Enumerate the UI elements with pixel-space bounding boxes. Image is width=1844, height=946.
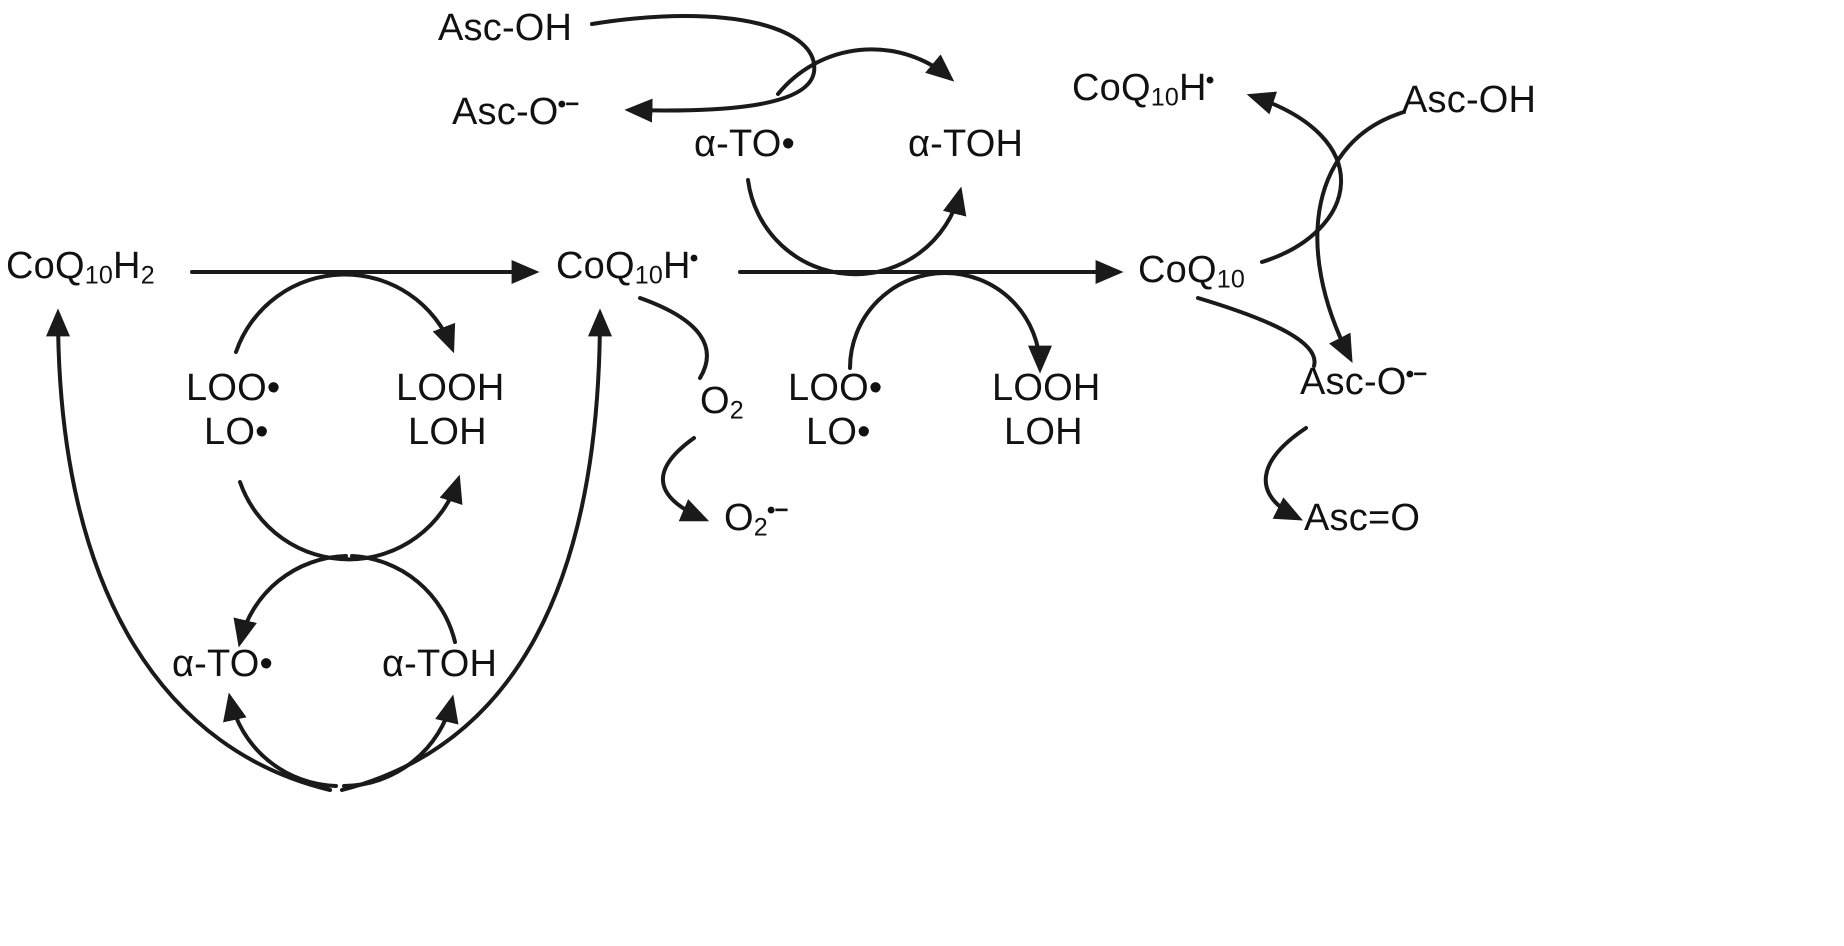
node-ascorbyl-radical-topleft: Asc-O•− <box>452 91 580 133</box>
node-loh-left: LOH <box>408 411 487 453</box>
species-label: H <box>1179 67 1207 109</box>
arc-ascoh-to-ascorbyl-right <box>1315 110 1406 363</box>
species-label: Asc-OH <box>1402 79 1537 121</box>
radical-superscript: •− <box>557 91 580 119</box>
arc-o2-to-superoxide <box>661 436 710 522</box>
arc-top-cycle-upper <box>776 47 955 96</box>
arc-top-cycle-lower <box>746 178 967 277</box>
arc-tocopherol-cycle-topleft <box>233 554 348 648</box>
node-o2: O2 <box>700 380 744 425</box>
node-ascorbyl-radical-right: Asc-O•− <box>1300 361 1428 403</box>
species-label: LO• <box>806 411 871 453</box>
node-superoxide: O2•− <box>724 497 789 542</box>
species-label: LOOH <box>992 367 1101 409</box>
species-label: H <box>663 245 691 287</box>
node-alpha-to-radical-top: α-TO• <box>694 123 796 165</box>
arc-left-cycle-top <box>234 272 456 354</box>
species-label: α-TO• <box>172 643 274 685</box>
node-asc-oh-right: Asc-OH <box>1402 79 1537 121</box>
arc-coq10-to-coq10h-radical <box>1246 91 1344 264</box>
subscript: 10 <box>1216 265 1246 294</box>
species-label: Asc=O <box>1304 497 1421 539</box>
node-alpha-to-radical-bottom: α-TO• <box>172 643 274 685</box>
radical-superscript: •− <box>766 497 789 525</box>
species-label: Asc-O <box>1300 361 1407 403</box>
species-label: α-TO• <box>694 123 796 165</box>
node-alpha-toh-top: α-TOH <box>908 123 1024 165</box>
species-label: LOOH <box>396 367 505 409</box>
node-asc-oh-topleft: Asc-OH <box>438 7 573 49</box>
radical-superscript: • <box>689 245 698 273</box>
arc-coq10h-o2-in <box>638 296 709 380</box>
arc-tocopherol-cycle-bottomleft <box>223 692 338 788</box>
subscript: 2 <box>140 261 155 290</box>
subscript: 2 <box>753 513 768 542</box>
species-label: Asc-O <box>452 91 559 133</box>
species-label: CoQ <box>1072 67 1151 109</box>
arc-ascorbyl-to-dehydroascorbate <box>1263 426 1308 521</box>
node-loh-mid: LOH <box>1004 411 1083 453</box>
subscript: 10 <box>1150 83 1180 112</box>
subscript: 10 <box>84 261 114 290</box>
species-label: LOO• <box>788 367 883 409</box>
species-label: α-TOH <box>382 643 498 685</box>
node-lo-radical-mid: LO• <box>806 411 871 453</box>
node-lo-radical-left: LO• <box>204 411 269 453</box>
node-looh-left: LOOH <box>396 367 505 409</box>
species-label: LO• <box>204 411 269 453</box>
species-label: LOH <box>408 411 487 453</box>
arc-regeneration-to-coq10h2 <box>46 308 332 792</box>
species-label: CoQ <box>556 245 635 287</box>
node-coq10h-radical-topright: CoQ10H• <box>1072 67 1214 112</box>
arc-regeneration-to-coq10h <box>340 308 612 792</box>
node-coq10h-radical-mid: CoQ10H• <box>556 245 698 290</box>
arc-left-cycle-bottom <box>238 474 463 562</box>
subscript: 2 <box>729 396 744 425</box>
species-label: H <box>113 245 141 287</box>
node-loo-radical-mid: LOO• <box>788 367 883 409</box>
species-label: Asc-OH <box>438 7 573 49</box>
species-label: α-TOH <box>908 123 1024 165</box>
species-label: CoQ <box>6 245 85 287</box>
arc-ascoh-to-ascorbyl-topleft <box>590 14 817 123</box>
node-looh-mid: LOOH <box>992 367 1101 409</box>
subscript: 10 <box>634 261 664 290</box>
node-coq10: CoQ10 <box>1138 249 1246 294</box>
node-dehydroascorbate: Asc=O <box>1304 497 1421 539</box>
species-label: LOH <box>1004 411 1083 453</box>
radical-superscript: •− <box>1405 361 1428 389</box>
species-label: O <box>724 497 754 539</box>
species-label: CoQ <box>1138 249 1217 291</box>
arc-tocopherol-cycle-topright <box>350 554 457 644</box>
node-alpha-toh-bottom: α-TOH <box>382 643 498 685</box>
node-loo-radical-left: LOO• <box>186 367 281 409</box>
arc-tocopherol-cycle-bottomright <box>342 694 459 788</box>
radical-superscript: • <box>1205 67 1214 95</box>
species-label: LOO• <box>186 367 281 409</box>
species-label: O <box>700 380 730 422</box>
node-coq10h2: CoQ10H2 <box>6 245 155 290</box>
arc-mid-cycle <box>848 271 1052 374</box>
arc-coq10-ascorbyl-in <box>1196 296 1317 368</box>
